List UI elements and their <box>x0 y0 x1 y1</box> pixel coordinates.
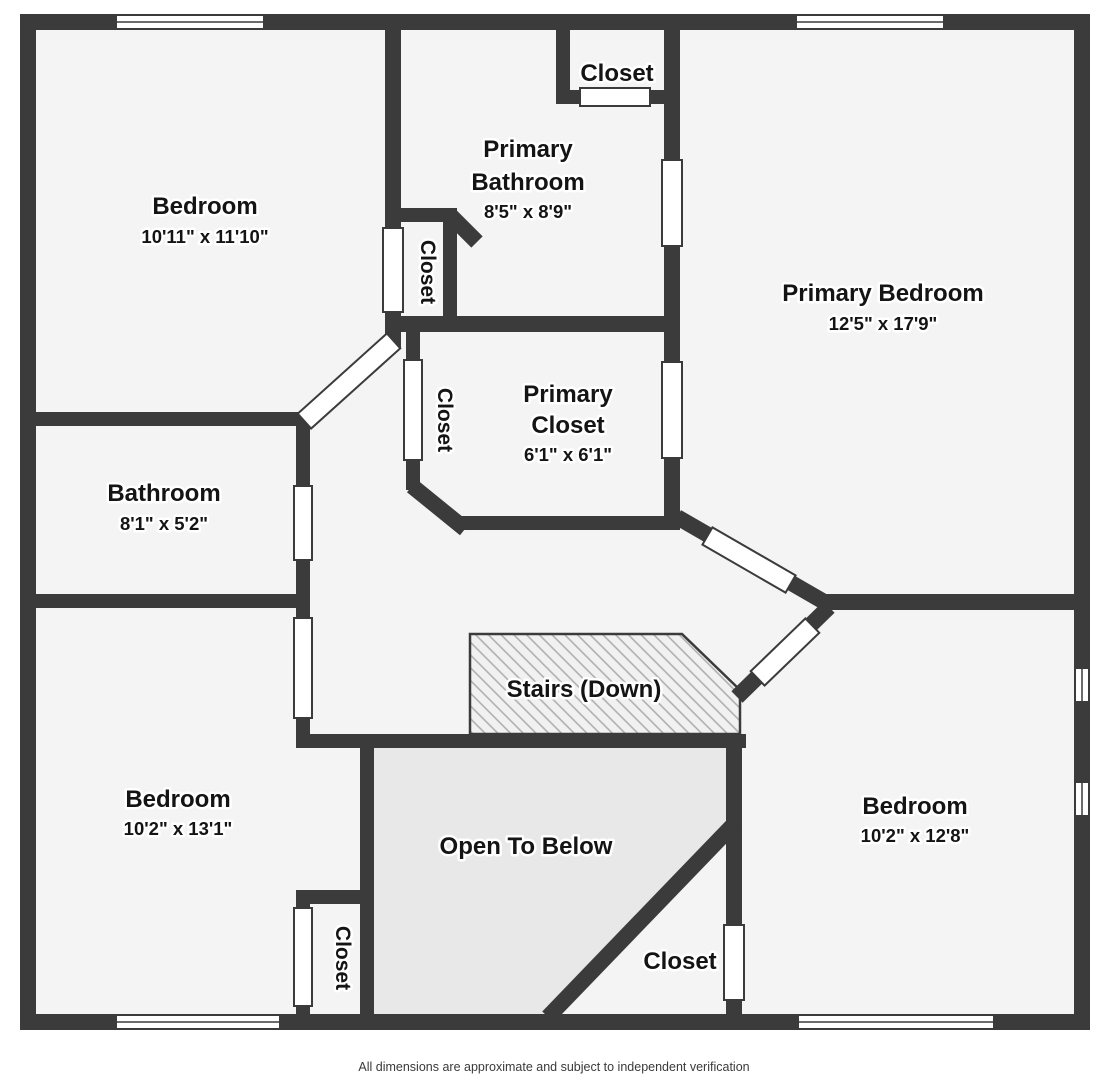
door-opening <box>382 227 404 313</box>
open-to-below-label: Open To Below <box>440 833 613 860</box>
wall-segment <box>296 412 310 486</box>
primary-bathroom-label-line1: Primary <box>483 136 573 163</box>
door-opening-diagonal <box>701 525 797 595</box>
door-opening <box>403 359 423 461</box>
primary-bathroom-dims: 8'5" x 8'9" <box>484 201 572 222</box>
primary-closet-label-line1: Primary <box>523 381 613 408</box>
door-opening <box>293 617 313 719</box>
wall-segment <box>664 458 680 520</box>
primary-closet-dims: 6'1" x 6'1" <box>524 444 612 465</box>
stairs-hatch-area <box>468 632 742 736</box>
room-labels: Bedroom 10'11" x 11'10" Closet Primary B… <box>105 58 986 993</box>
wall-segment <box>360 734 374 1030</box>
wall-segment <box>20 594 310 608</box>
primary-bedroom-label: Primary Bedroom <box>782 280 983 307</box>
wall-segment <box>20 14 36 1030</box>
primary-closet-label-line2: Closet <box>531 412 604 439</box>
door-opening-diagonal <box>296 332 402 430</box>
primary-bedroom-dims: 12'5" x 17'9" <box>829 313 938 334</box>
closet-bottom-label: Closet <box>643 948 716 975</box>
closet-hall-label: Closet <box>433 388 456 452</box>
bedroom-bottom-left-label: Bedroom <box>125 786 230 813</box>
wall-segment <box>664 14 680 160</box>
door-opening <box>661 159 683 247</box>
door-opening <box>293 907 313 1007</box>
bedroom-top-left-label: Bedroom <box>152 193 257 220</box>
wall-segment <box>296 560 310 618</box>
wall-segment <box>385 208 457 222</box>
bedroom-bottom-right-dims: 10'2" x 12'8" <box>861 825 970 846</box>
door-opening <box>661 361 683 459</box>
wall-segment <box>443 208 457 318</box>
wall-segment <box>1074 14 1090 1030</box>
primary-bathroom-label-line2: Bathroom <box>471 169 584 196</box>
bedroom-bottom-left-dims: 10'2" x 13'1" <box>124 818 233 839</box>
wall-segment <box>296 734 746 748</box>
wall-segment <box>296 1006 310 1030</box>
stairs-label: Stairs (Down) <box>507 676 662 703</box>
bathroom-label: Bathroom <box>107 480 220 507</box>
room-fills <box>36 30 1074 1014</box>
door-openings <box>293 87 821 1007</box>
wall-segment <box>818 594 1090 610</box>
window-center-lines <box>116 21 1083 1023</box>
wall-segment <box>385 14 401 228</box>
wall-segment <box>20 412 310 426</box>
door-opening-diagonal <box>749 616 821 688</box>
door-opening <box>723 924 745 1001</box>
wall-segment <box>664 246 680 362</box>
wall-segment <box>556 14 570 104</box>
closet-bedroom-bottom-left-label: Closet <box>331 926 354 990</box>
wall-segment <box>726 1000 742 1014</box>
door-opening <box>579 87 651 107</box>
bedroom-bottom-right-label: Bedroom <box>862 793 967 820</box>
wall-segment <box>444 209 483 248</box>
wall-segment <box>296 890 374 904</box>
wall-segment <box>458 516 680 530</box>
diagonal-walls <box>406 209 835 1023</box>
bedroom-top-left-dims: 10'11" x 11'10" <box>141 226 268 247</box>
wall-segment <box>406 332 420 360</box>
disclaimer-text: All dimensions are approximate and subje… <box>358 1060 749 1074</box>
closet-top-label: Closet <box>580 60 653 87</box>
wall-segment <box>542 817 741 1023</box>
wall-segment <box>406 479 471 536</box>
closet-bedroom-top-left-label: Closet <box>416 240 439 304</box>
wall-segment <box>385 316 680 332</box>
door-opening <box>293 485 313 561</box>
bathroom-dims: 8'1" x 5'2" <box>120 513 208 534</box>
